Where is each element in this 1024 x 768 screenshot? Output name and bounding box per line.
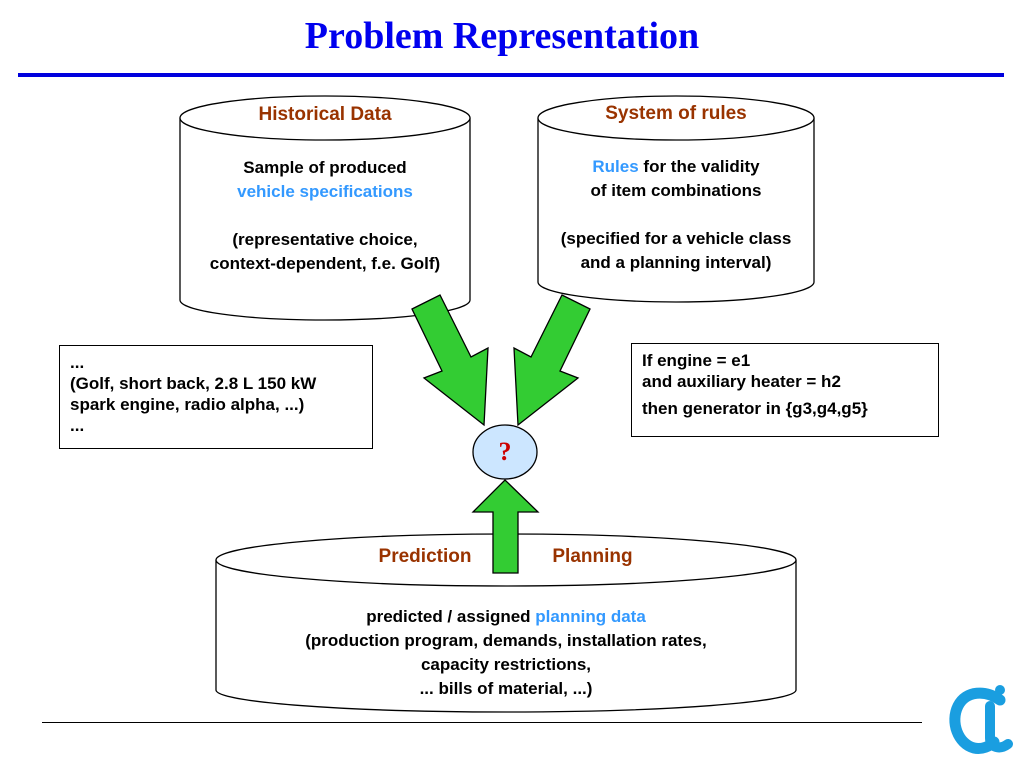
- left-arrow-icon: [411, 294, 489, 427]
- planning-line-1: predicted / assigned planning data: [216, 605, 796, 629]
- historical-data-text: Sample of produced vehicle specification…: [180, 156, 470, 276]
- planning-line-3: capacity restrictions,: [420, 655, 592, 674]
- historical-line-4: context-dependent, f.e. Golf): [209, 254, 441, 273]
- historical-line-3: (representative choice,: [232, 230, 418, 249]
- title-divider: [18, 73, 1004, 77]
- page-title: Problem Representation: [304, 15, 700, 57]
- historical-data-title: Historical Data: [258, 104, 392, 125]
- question-bubble: [472, 424, 538, 480]
- rules-line-4: and a planning interval): [580, 253, 772, 272]
- planning-line-1-prefix: predicted / assigned: [366, 607, 536, 626]
- example-right-line-2: and auxiliary heater = h2: [642, 372, 841, 391]
- right-arrow-icon: [513, 294, 591, 427]
- example-left-line-3: spark engine, radio alpha, ...): [70, 395, 305, 414]
- example-left-line-2: (Golf, short back, 2.8 L 150 kW: [70, 374, 317, 393]
- planning-title: Planning: [552, 546, 633, 567]
- planning-line-2: (production program, demands, installati…: [305, 631, 707, 650]
- rules-keyword: Rules: [592, 157, 639, 176]
- prediction-title: Prediction: [378, 546, 472, 567]
- up-arrow-icon: [471, 479, 540, 574]
- rules-line-1-rest: for the validity: [638, 157, 760, 176]
- example-rule-box: If engine = e1 and auxiliary heater = h2…: [631, 343, 939, 437]
- planning-keyword: planning data: [535, 607, 646, 626]
- ci-logo-icon: [949, 685, 1013, 754]
- footer-divider: [42, 722, 922, 723]
- example-right-line-3: then generator in {g3,g4,g5}: [642, 399, 868, 418]
- example-right-line-1: If engine = e1: [642, 351, 751, 370]
- planning-line-4: ... bills of material, ...): [419, 679, 593, 698]
- historical-line-1: Sample of produced: [243, 158, 407, 177]
- rules-line-1: Rules for the validity: [536, 155, 816, 179]
- rules-line-3: (specified for a vehicle class: [560, 229, 792, 248]
- rules-line-2: of item combinations: [590, 181, 762, 200]
- example-left-line-1: ...: [70, 353, 85, 372]
- system-of-rules-title: System of rules: [605, 103, 747, 124]
- example-vehicle-box: ... (Golf, short back, 2.8 L 150 kW spar…: [59, 345, 373, 449]
- system-of-rules-cylinder: [537, 95, 815, 303]
- historical-data-cylinder: [179, 95, 471, 321]
- historical-line-2: vehicle specifications: [237, 182, 413, 201]
- example-left-line-4: ...: [70, 416, 85, 435]
- planning-data-text: predicted / assigned planning data (prod…: [216, 605, 796, 701]
- system-of-rules-text: Rules for the validity of item combinati…: [536, 155, 816, 275]
- question-mark: ?: [498, 437, 512, 466]
